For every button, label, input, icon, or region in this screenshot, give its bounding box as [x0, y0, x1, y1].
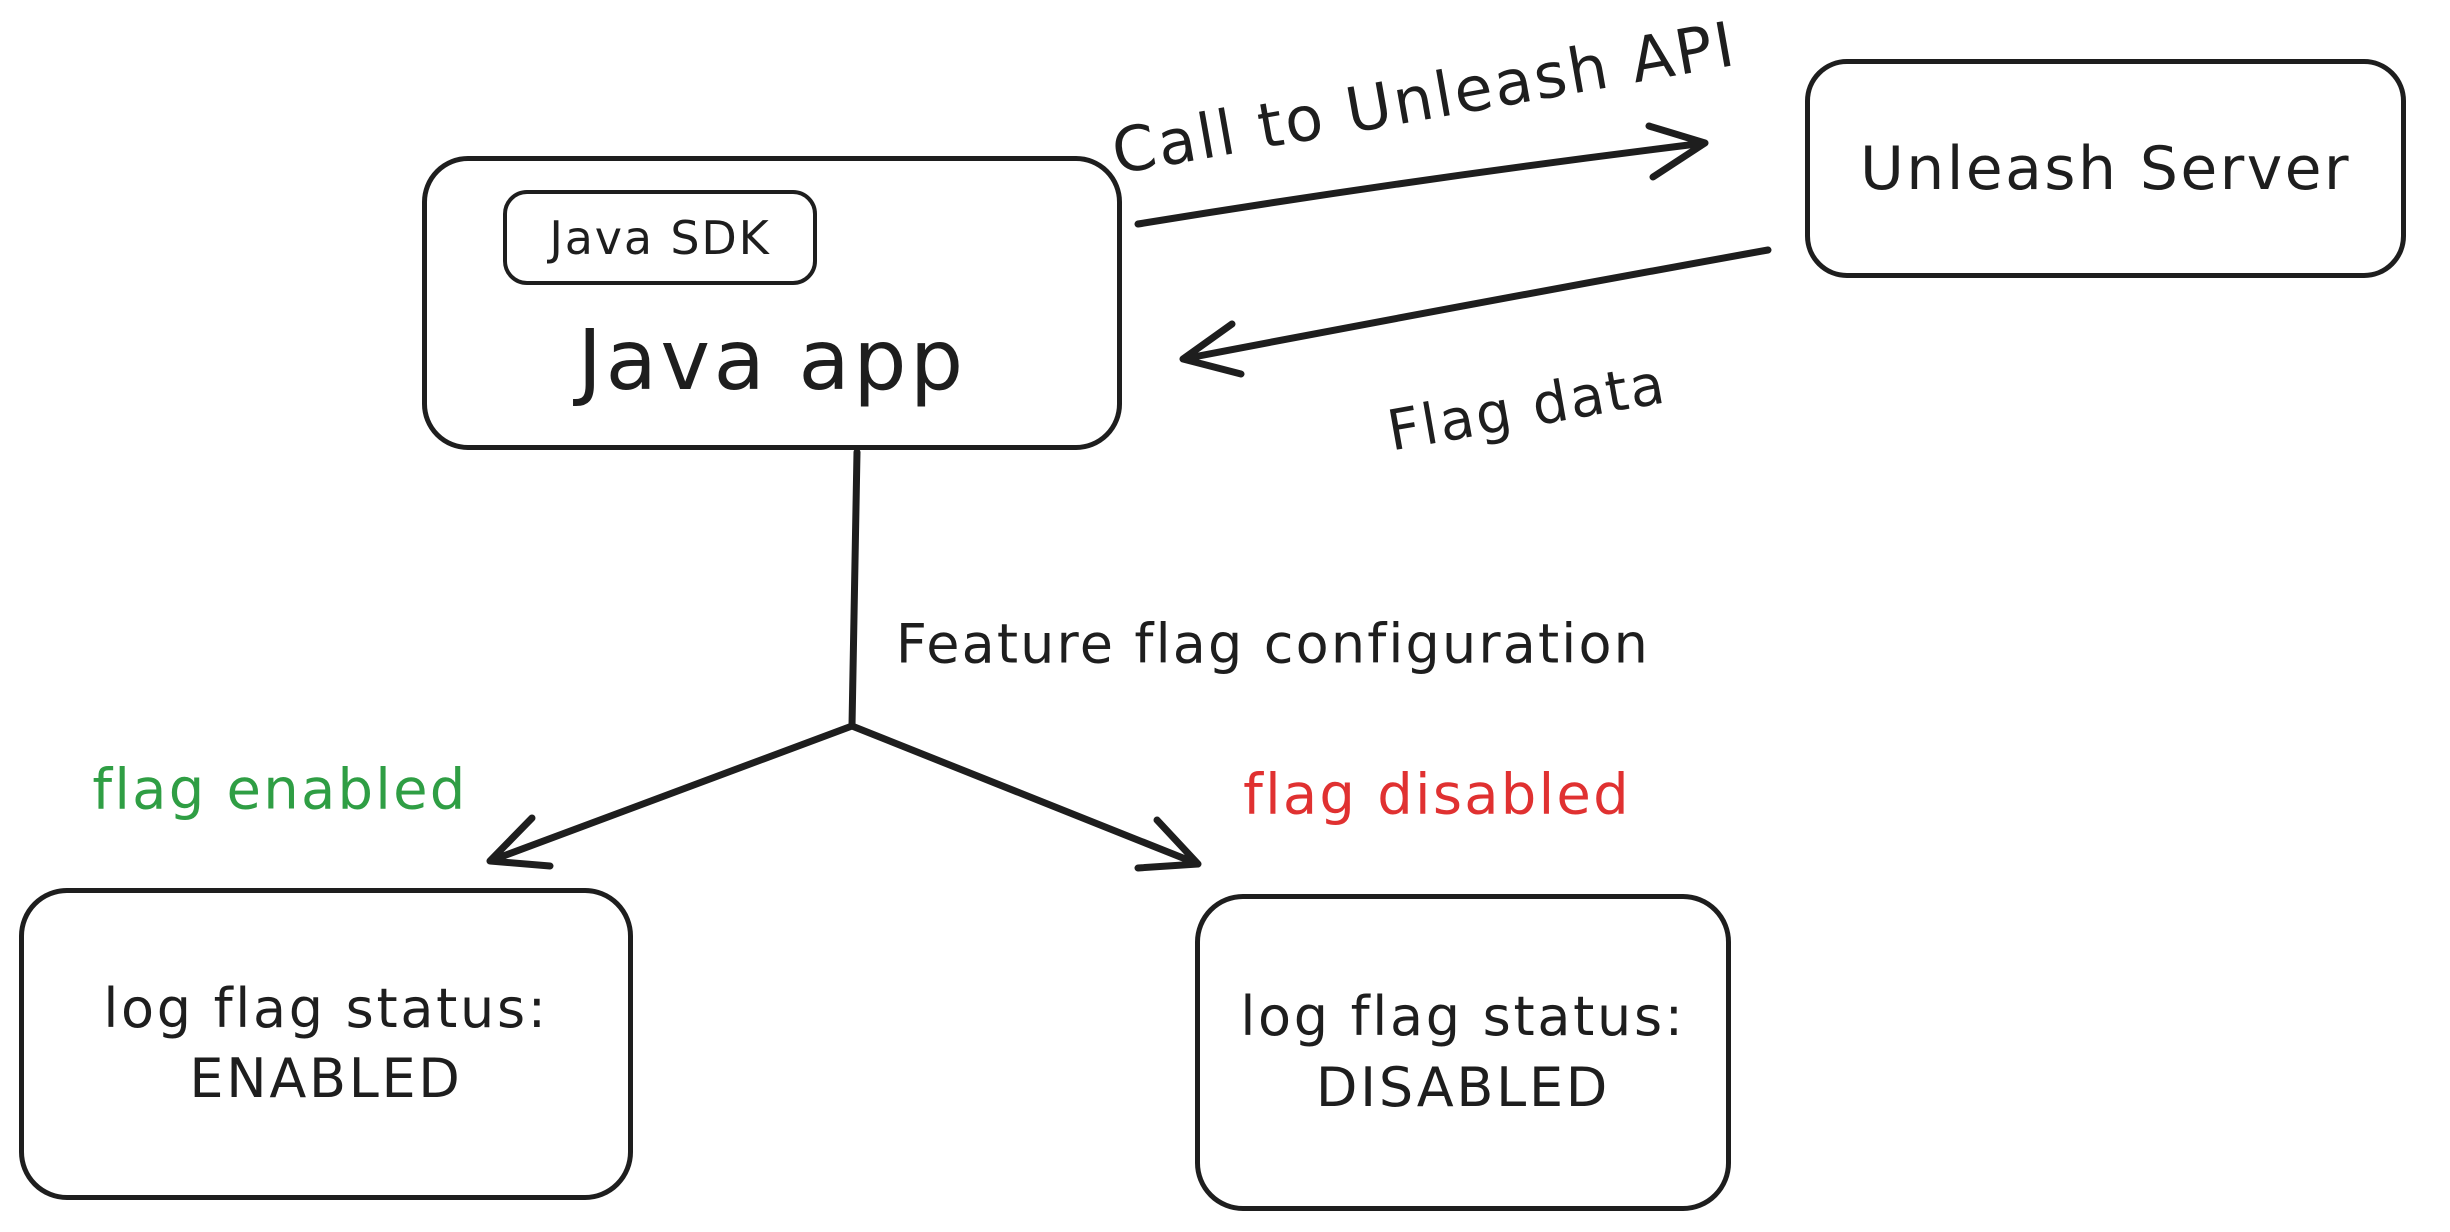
flag-enabled-edge-label: flag enabled	[92, 757, 468, 823]
flag-enabled-arrow	[486, 722, 856, 870]
unleash-server-node: Unleash Server	[1805, 59, 2406, 278]
java-app-label: Java app	[577, 311, 967, 409]
feature-config-edge-label: Feature flag configuration	[895, 612, 1651, 676]
log-enabled-node: log flag status: ENABLED	[19, 888, 633, 1200]
flag-data-edge-label: Flag data	[1382, 351, 1672, 465]
flag-disabled-edge-label: flag disabled	[1243, 762, 1631, 828]
log-enabled-line1: log flag status:	[103, 976, 549, 1040]
unleash-server-label: Unleash Server	[1859, 133, 2351, 204]
flag-data-arrow	[1179, 246, 1772, 378]
flag-disabled-arrow	[848, 722, 1202, 872]
log-enabled-line2: ENABLED	[189, 1047, 463, 1110]
log-disabled-line2: DISABLED	[1315, 1055, 1611, 1119]
log-disabled-line1: log flag status:	[1240, 985, 1686, 1049]
java-sdk-node: Java SDK	[503, 190, 817, 285]
feature-config-stem	[848, 448, 861, 730]
java-sdk-label: Java SDK	[549, 210, 771, 265]
call-api-edge-label: Call to Unleash API	[1106, 7, 1742, 189]
log-disabled-node: log flag status: DISABLED	[1195, 894, 1731, 1211]
